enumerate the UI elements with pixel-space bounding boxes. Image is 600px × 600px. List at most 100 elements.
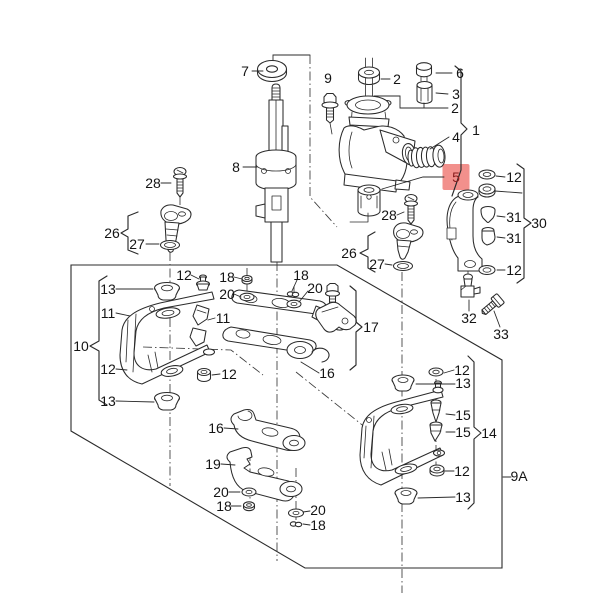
part-9-drawing [321,92,339,135]
callout-31-17[interactable]: 31 [506,209,522,225]
callout-17-35[interactable]: 17 [363,319,379,335]
part-13-grommet-left-top-drawing [153,281,181,301]
part-27-right-drawing [392,260,414,272]
callout-11-29[interactable]: 11 [216,310,231,326]
callout-3-4[interactable]: 3 [452,86,460,102]
part-1-housing-drawing [338,57,417,193]
part-12-bushing-left-drawing [196,367,212,383]
part-16-lower-plate-drawing [230,408,306,452]
centerlines [142,55,469,593]
callout-10-25[interactable]: 10 [73,338,89,354]
part-20-18-lower-right-drawing [287,508,305,528]
part-15-lower-drawing [429,421,443,442]
callout-20-41[interactable]: 20 [310,502,326,518]
callout-20-34[interactable]: 20 [307,280,323,296]
callout-12-19[interactable]: 12 [506,262,522,278]
callout-13-23[interactable]: 13 [100,281,116,297]
callout-26-11[interactable]: 26 [104,225,120,241]
part-20-18-lower-left-drawing [241,487,257,512]
parts-layer [119,57,505,528]
callout-26-14[interactable]: 26 [341,245,357,261]
braces [89,65,532,510]
callout-12-26[interactable]: 12 [100,361,116,377]
brace-14 [467,355,482,510]
part-28-left-drawing [172,166,188,198]
callout-13-44[interactable]: 13 [455,375,471,391]
diagram-frame [70,264,503,569]
callout-28-10[interactable]: 28 [145,175,161,191]
callout-6-3[interactable]: 6 [456,65,464,81]
part-12-pin-left-drawing [195,274,211,291]
callout-32-21[interactable]: 32 [461,310,477,326]
callout-18-42[interactable]: 18 [310,517,326,533]
highlight-box [442,164,470,190]
part-3-drawing [416,80,433,104]
part-33-bolt-drawing [481,293,505,315]
callout-16-36[interactable]: 16 [319,365,335,381]
callout-19-38[interactable]: 19 [205,456,221,472]
part-12-washer-right-bottom-drawing [429,464,445,477]
callout-15-45[interactable]: 15 [455,407,471,423]
callout-31-18[interactable]: 31 [506,230,522,246]
part-12-washer-right-top-drawing [428,367,444,394]
brace-26-right [359,231,376,273]
callout-18-40[interactable]: 18 [216,498,232,514]
brace-10 [89,275,108,406]
callout-15-46[interactable]: 15 [455,424,471,440]
brace-26-left [120,211,139,255]
part-19-plate-drawing [226,446,303,502]
callout-13-27[interactable]: 13 [100,393,116,409]
callout-12-48[interactable]: 12 [454,463,470,479]
callout-12-16[interactable]: 12 [506,169,522,185]
part-5-drawing [349,184,381,223]
callout-18-31[interactable]: 18 [219,269,235,285]
callout-18-33[interactable]: 18 [293,267,309,283]
part-28-right-drawing [403,193,419,225]
part-18-20-upper-right-drawing [286,291,302,309]
part-8-drawing [255,83,297,263]
callout-20-32[interactable]: 20 [219,286,235,302]
callout-14-47[interactable]: 14 [481,425,497,441]
callout-12-43[interactable]: 12 [454,362,470,378]
callout-27-15[interactable]: 27 [369,256,385,272]
part-14-console-drawing [359,389,446,486]
part-12-top-right-drawing [478,169,496,198]
callout-7-0[interactable]: 7 [241,63,249,79]
part-30-bracket-drawing [446,189,483,272]
highlight-layer [442,164,470,190]
callout-11-24[interactable]: 11 [101,305,116,321]
leader-lines [115,54,523,526]
callout-16-37[interactable]: 16 [208,420,224,436]
part-10-console-drawing [119,291,216,385]
callout-28-13[interactable]: 28 [381,207,397,223]
callout-4-7[interactable]: 4 [452,129,460,145]
callout-2-5[interactable]: 2 [451,100,459,116]
part-13-grommet-left-bottom-drawing [153,391,181,411]
callout-8-9[interactable]: 8 [232,159,240,175]
callout-12-30[interactable]: 12 [221,366,237,382]
callout-9-1[interactable]: 9 [324,70,332,86]
callout-30-20[interactable]: 30 [531,215,547,231]
callout-9A-50[interactable]: 9A [510,468,528,484]
part-11-wedges-drawing [189,304,210,347]
part-17-drawing [315,282,357,333]
part-6-drawing [415,62,433,82]
callout-5-8[interactable]: 5 [452,169,460,185]
callout-13-49[interactable]: 13 [455,489,471,505]
part-4-bellows-drawing [407,144,446,169]
callout-33-22[interactable]: 33 [493,326,509,342]
brace-17 [349,285,363,371]
callout-20-39[interactable]: 20 [213,484,229,500]
callout-2-2[interactable]: 2 [393,71,401,87]
part-13-grommet-right-top-drawing [391,374,415,392]
callout-27-12[interactable]: 27 [129,236,145,252]
callout-12-28[interactable]: 12 [176,267,192,283]
part-18-20-upper-left-drawing [239,274,255,302]
part-12-bottom-right-drawing [478,264,496,276]
part-26-right-drawing [393,222,424,260]
callout-1-6[interactable]: 1 [472,122,480,138]
part-32-drawing [460,273,481,298]
part-15-upper-drawing [430,399,442,423]
